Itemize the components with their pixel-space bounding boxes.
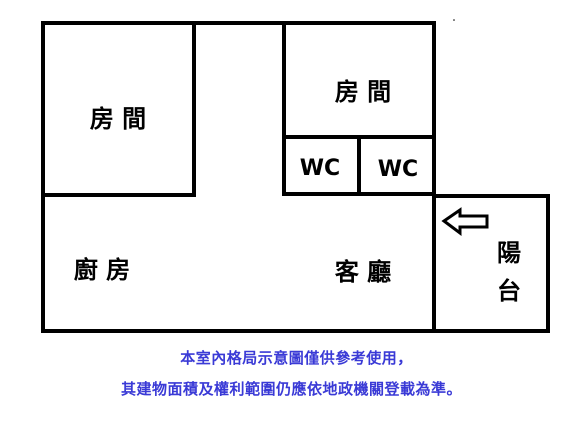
kitchen-label: 廚 房	[74, 256, 130, 284]
left-arrow-icon	[441, 207, 489, 236]
disclaimer-line-1: 本室內格局示意圖僅供參考使用，	[180, 349, 413, 367]
wc-right-label: WC	[378, 157, 418, 182]
disclaimer-line-2: 其建物面積及權利範圍仍應依地政機關登載為準。	[120, 380, 462, 398]
balcony-label-top: 陽	[497, 239, 521, 267]
bedroom-left-walls	[41, 21, 196, 197]
wc-left-label: WC	[300, 156, 340, 181]
bedroom-left-label: 房 間	[90, 105, 146, 133]
marker-dot	[453, 19, 455, 21]
bedroom-right-label: 房 間	[335, 78, 391, 106]
balcony-label-bottom: 台	[497, 277, 521, 305]
balcony-walls	[432, 194, 550, 333]
walls	[41, 21, 550, 333]
living-room-label: 客 廳	[335, 258, 391, 286]
